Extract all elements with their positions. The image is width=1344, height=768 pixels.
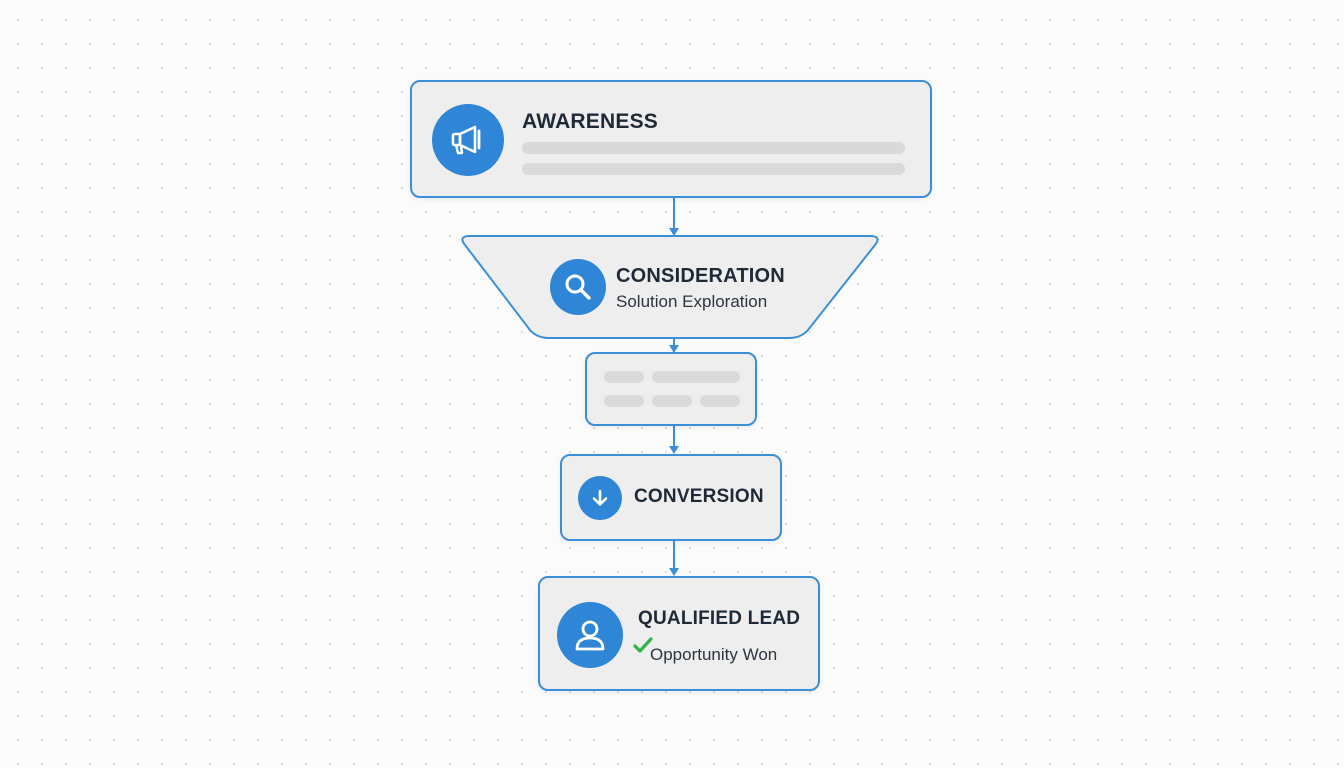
placeholder-bar-4 (652, 395, 692, 407)
placeholder-bar-1 (604, 371, 644, 383)
user-icon (575, 620, 605, 651)
connector-consideration-placeholder (673, 338, 675, 346)
awareness-placeholder-line-1 (522, 142, 905, 154)
consideration-node[interactable]: CONSIDERATION Solution Exploration (530, 240, 810, 334)
consideration-icon-circle (550, 259, 606, 315)
placeholder-node[interactable] (585, 352, 757, 426)
connector-awareness-consideration (673, 198, 675, 228)
awareness-title: AWARENESS (522, 110, 658, 133)
conversion-node[interactable]: CONVERSION (560, 454, 782, 541)
search-icon (565, 274, 591, 300)
placeholder-bar-5 (700, 395, 740, 407)
placeholder-bar-2 (652, 371, 740, 383)
qualified-lead-title: QUALIFIED LEAD (638, 608, 801, 629)
checkmark-icon (633, 637, 653, 653)
arrowhead-placeholder (669, 345, 679, 353)
connector-placeholder-conversion (673, 426, 675, 446)
arrow-down-icon (592, 489, 608, 506)
qualified-lead-node[interactable]: QUALIFIED LEAD Opportunity Won (538, 576, 820, 691)
arrowhead-conversion (669, 446, 679, 454)
awareness-node[interactable]: AWARENESS (410, 80, 932, 198)
awareness-placeholder-line-2 (522, 163, 905, 175)
consideration-subtitle: Solution Exploration (616, 292, 768, 311)
placeholder-bar-3 (604, 395, 644, 407)
awareness-icon-circle (432, 104, 504, 176)
connector-conversion-qualified-lead (673, 541, 675, 569)
arrowhead-consideration (669, 228, 679, 236)
consideration-title: CONSIDERATION (616, 265, 785, 287)
arrowhead-qualified-lead (669, 568, 679, 576)
conversion-icon-circle (578, 476, 622, 520)
conversion-title: CONVERSION (634, 486, 764, 507)
qualified-lead-icon-circle (557, 602, 623, 668)
megaphone-icon (451, 125, 481, 155)
qualified-lead-subtitle: Opportunity Won (650, 645, 778, 664)
